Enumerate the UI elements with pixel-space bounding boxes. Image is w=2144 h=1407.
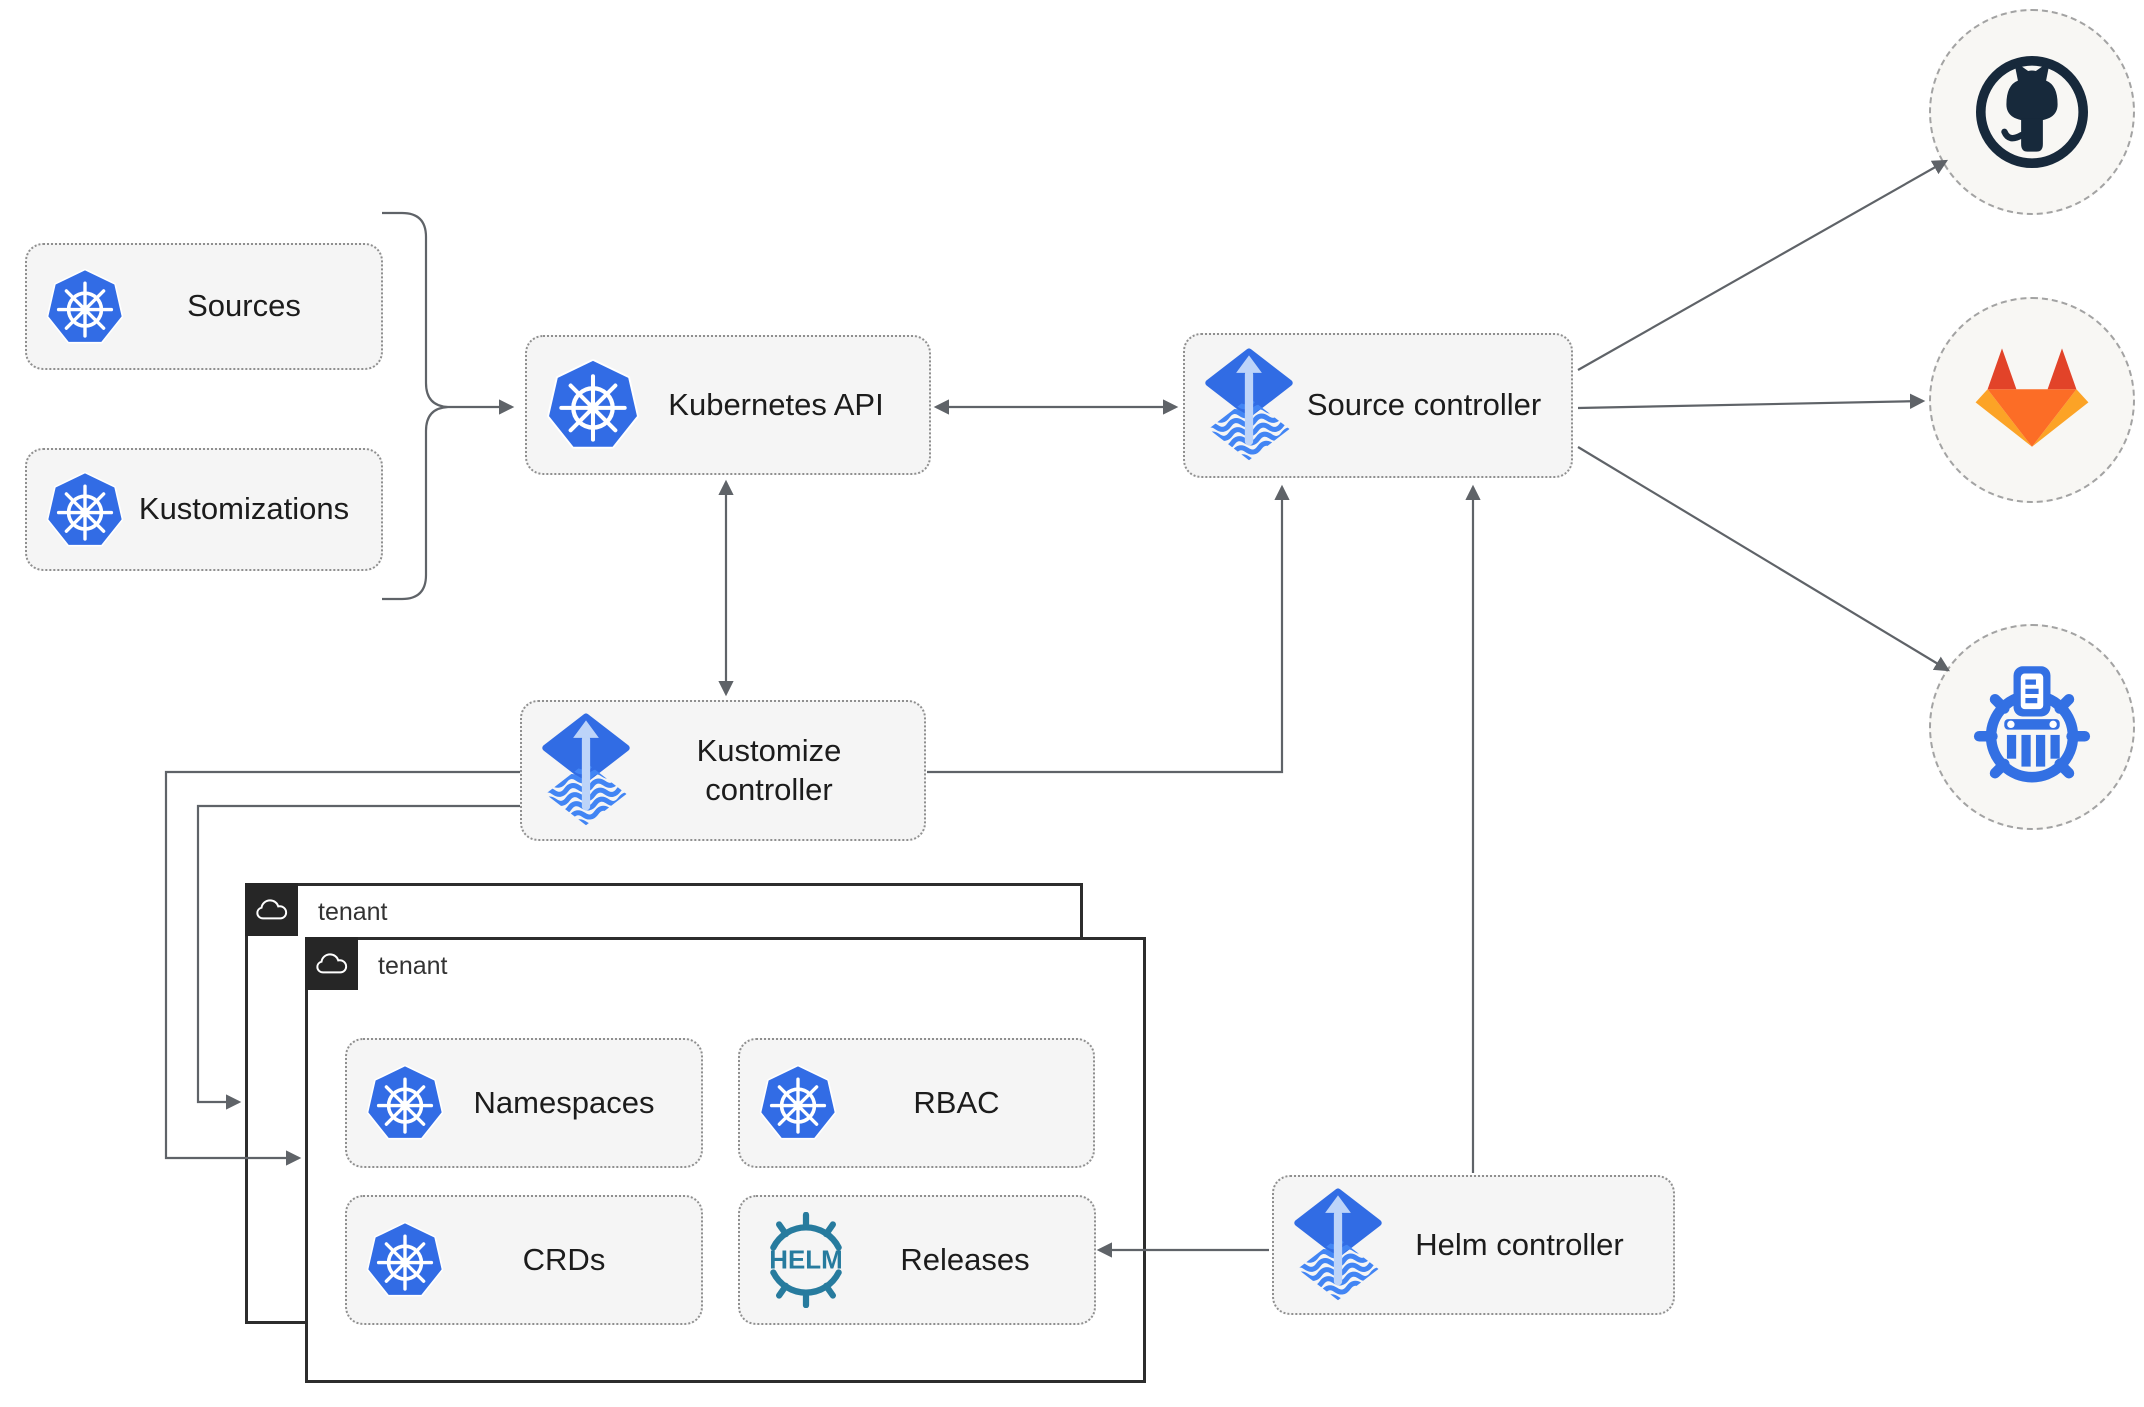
kubernetes-icon bbox=[365, 1064, 445, 1142]
node-kustomizations: Kustomizations bbox=[25, 448, 383, 571]
kubernetes-icon bbox=[45, 268, 125, 346]
node-label: Sources bbox=[187, 288, 301, 324]
node-label: Kubernetes API bbox=[668, 386, 884, 422]
tenant-label: tenant bbox=[378, 952, 448, 980]
node-label: Releases bbox=[900, 1241, 1030, 1277]
connector-kustomize-controller-to-source-controller bbox=[927, 484, 1290, 774]
brace-sources-kustomizations bbox=[382, 211, 449, 601]
node-label: Kustomize controller bbox=[696, 732, 842, 807]
flux-icon bbox=[540, 713, 632, 827]
gitlab-icon bbox=[1972, 347, 2092, 453]
kubernetes-icon bbox=[545, 358, 641, 451]
kubernetes-icon bbox=[45, 471, 125, 549]
node-label: Namespaces bbox=[473, 1084, 655, 1120]
node-label: CRDs bbox=[522, 1241, 606, 1277]
endpoint-helm-repository bbox=[1929, 624, 2135, 830]
endpoint-github bbox=[1929, 9, 2135, 215]
node-sources: Sources bbox=[25, 243, 383, 370]
node-source-controller: Source controller bbox=[1183, 333, 1573, 478]
flux-icon bbox=[1203, 348, 1295, 462]
cloud-icon bbox=[315, 952, 348, 975]
node-label: RBAC bbox=[913, 1084, 1000, 1120]
node-kustomize-controller: Kustomize controller bbox=[520, 700, 926, 841]
endpoint-gitlab bbox=[1929, 297, 2135, 503]
node-kubernetes-api: Kubernetes API bbox=[525, 335, 931, 475]
node-rbac: RBAC bbox=[738, 1038, 1095, 1168]
connector-source-controller-to-github bbox=[1577, 159, 1949, 371]
group-tenant-front: tenant Namespaces RBAC CRDs bbox=[305, 937, 1146, 1383]
tenant-tab bbox=[305, 937, 358, 990]
node-crds: CRDs bbox=[345, 1195, 703, 1325]
node-namespaces: Namespaces bbox=[345, 1038, 703, 1168]
node-label: Helm controller bbox=[1415, 1226, 1624, 1262]
helm-repository-icon bbox=[1966, 661, 2098, 793]
helm-wordmark: HELM bbox=[769, 1247, 842, 1275]
connector-source-controller-to-gitlab bbox=[1577, 393, 1926, 410]
node-helm-controller: Helm controller bbox=[1272, 1175, 1675, 1315]
kubernetes-icon bbox=[758, 1064, 838, 1142]
tenant-label: tenant bbox=[318, 898, 388, 926]
tenant-tab bbox=[245, 883, 298, 936]
connector-source-controller-to-helm-repository bbox=[1577, 446, 1950, 672]
node-releases: HELM Releases bbox=[738, 1195, 1096, 1325]
node-label: Source controller bbox=[1306, 387, 1542, 423]
node-label: Kustomizations bbox=[138, 491, 350, 527]
kubernetes-icon bbox=[365, 1221, 445, 1299]
github-icon bbox=[1968, 48, 2096, 176]
cloud-icon bbox=[255, 898, 288, 921]
flux-icon bbox=[1292, 1188, 1384, 1302]
helm-icon: HELM bbox=[758, 1212, 854, 1308]
